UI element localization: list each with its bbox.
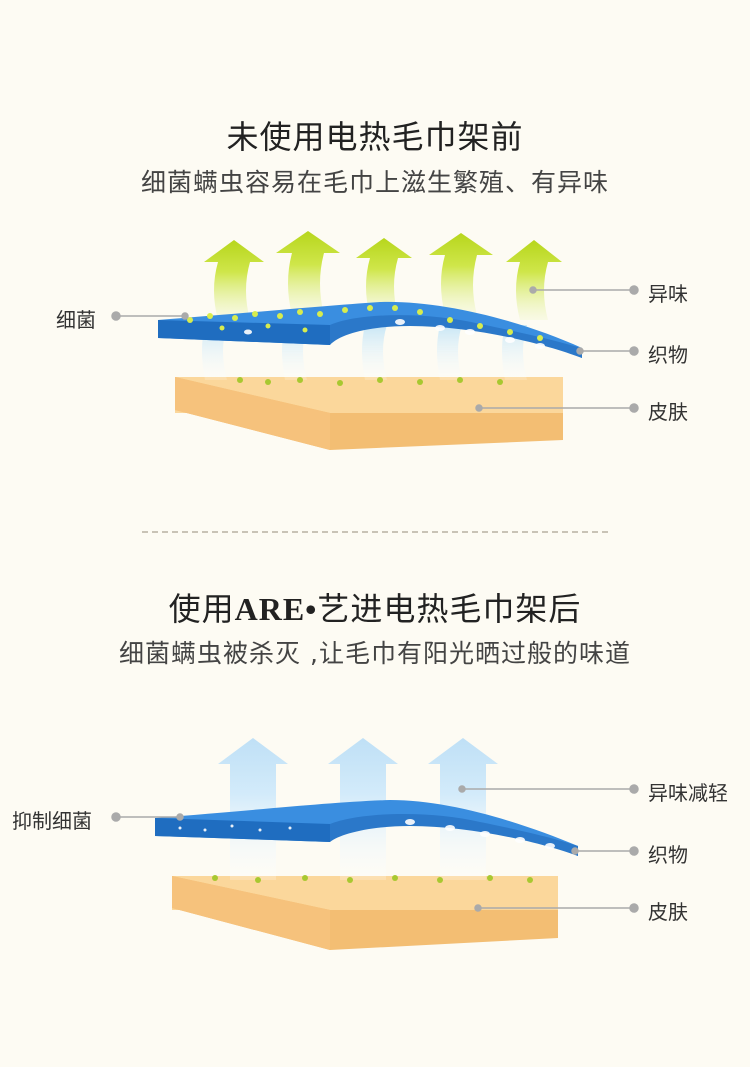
section2-title: 使用ARE•艺进电热毛巾架后	[0, 584, 750, 630]
diagram-after	[111, 738, 639, 950]
diagram-before	[111, 231, 639, 450]
skin-bacteria	[237, 377, 503, 386]
leader-lines-after	[111, 784, 639, 913]
label-fabric-after: 织物	[648, 843, 688, 867]
brand-dot: •	[305, 591, 318, 627]
label-bacteria-before: 细菌	[56, 308, 96, 332]
skin-layer-after	[172, 876, 558, 950]
label-skin-before: 皮肤	[648, 400, 688, 424]
section2-subtitle: 细菌螨虫被杀灭 ,让毛巾有阳光晒过般的味道	[119, 639, 631, 668]
fabric-holes	[244, 319, 545, 349]
title-prefix: 使用	[168, 590, 235, 628]
fabric-layer-after	[155, 800, 578, 856]
fabric-holes-after	[178, 819, 555, 849]
title-suffix: 艺进电热毛巾架后	[317, 590, 582, 628]
bacteria-dots	[187, 305, 543, 341]
label-bacteria-after: 抑制细菌	[12, 809, 92, 833]
fabric-layer	[158, 301, 582, 358]
label-skin-after: 皮肤	[648, 900, 688, 924]
odor-arrows	[204, 231, 562, 320]
section1-title: 未使用电热毛巾架前	[226, 118, 524, 156]
section-divider	[142, 531, 608, 533]
label-odor-before: 异味	[648, 282, 688, 306]
leader-lines-before	[111, 285, 639, 413]
section1-subtitle: 细菌螨虫容易在毛巾上滋生繁殖、有异味	[140, 168, 609, 197]
skin-bacteria-after	[212, 875, 533, 883]
label-fabric-before: 织物	[648, 343, 688, 367]
skin-layer	[175, 377, 563, 450]
label-odor-after: 异味减轻	[648, 781, 728, 805]
brand-name: ARE	[234, 591, 306, 627]
